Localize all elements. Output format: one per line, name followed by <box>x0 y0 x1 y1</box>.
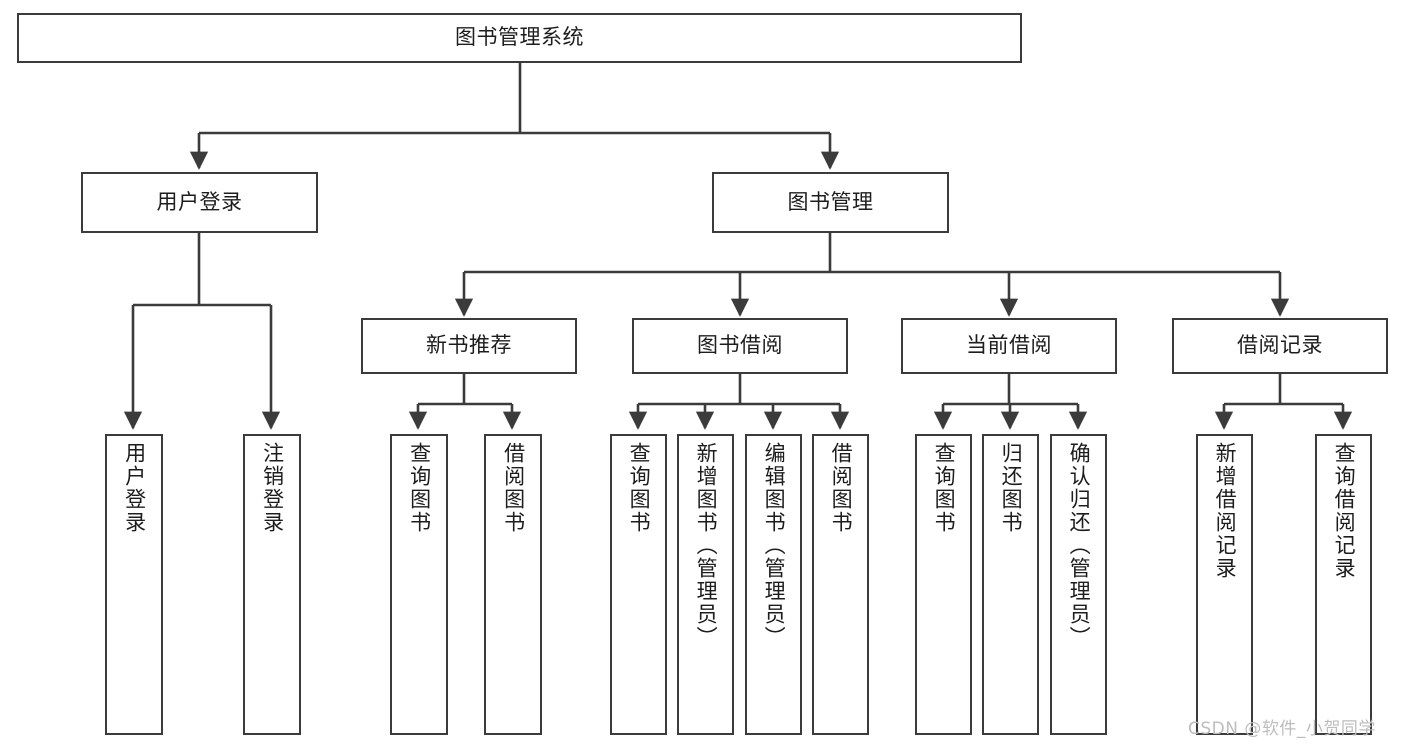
node-leaf-newbook-borrow-book[interactable]: 借阅图书 <box>484 434 542 735</box>
node-leaf-user-login-signout[interactable]: 注销登录 <box>243 434 301 735</box>
node-leaf-user-login-signin-label: 用户登录 <box>122 442 147 534</box>
node-book-borrow-label: 图书借阅 <box>697 333 783 358</box>
node-leaf-borrow-add-book-label: 新增图书（管理员） <box>694 442 719 649</box>
node-new-book-recommend[interactable]: 新书推荐 <box>361 318 577 374</box>
node-leaf-current-confirm-return-label: 确认归还（管理员） <box>1067 442 1092 649</box>
node-user-login[interactable]: 用户登录 <box>81 172 318 233</box>
node-book-management-label: 图书管理 <box>787 189 874 214</box>
node-leaf-borrow-borrow-book-label: 借阅图书 <box>829 442 854 534</box>
node-root-book-management-system[interactable]: 图书管理系统 <box>17 13 1022 63</box>
node-leaf-current-query-book-label: 查询图书 <box>932 442 957 534</box>
node-leaf-newbook-borrow-book-label: 借阅图书 <box>501 442 526 534</box>
node-leaf-records-add-record-label: 新增借阅记录 <box>1213 442 1238 580</box>
node-borrow-records-label: 借阅记录 <box>1237 333 1323 358</box>
node-leaf-borrow-borrow-book[interactable]: 借阅图书 <box>812 434 869 735</box>
node-leaf-current-return-book[interactable]: 归还图书 <box>982 434 1039 735</box>
node-leaf-newbook-query-book[interactable]: 查询图书 <box>390 434 448 735</box>
node-root-label: 图书管理系统 <box>455 25 584 50</box>
node-leaf-current-return-book-label: 归还图书 <box>999 442 1024 534</box>
node-leaf-user-login-signout-label: 注销登录 <box>260 442 285 534</box>
node-leaf-borrow-edit-book[interactable]: 编辑图书（管理员） <box>745 434 802 735</box>
node-leaf-current-confirm-return[interactable]: 确认归还（管理员） <box>1050 434 1107 735</box>
node-leaf-records-query-record[interactable]: 查询借阅记录 <box>1315 434 1372 735</box>
node-leaf-borrow-query-book[interactable]: 查询图书 <box>610 434 667 735</box>
node-leaf-records-add-record[interactable]: 新增借阅记录 <box>1196 434 1253 735</box>
node-current-borrow-label: 当前借阅 <box>966 333 1052 358</box>
node-user-login-label: 用户登录 <box>156 189 243 214</box>
node-borrow-records[interactable]: 借阅记录 <box>1172 318 1388 374</box>
node-leaf-records-query-record-label: 查询借阅记录 <box>1332 442 1357 580</box>
node-leaf-borrow-add-book[interactable]: 新增图书（管理员） <box>677 434 734 735</box>
node-book-management[interactable]: 图书管理 <box>712 172 949 233</box>
node-leaf-newbook-query-book-label: 查询图书 <box>407 442 432 534</box>
node-current-borrow[interactable]: 当前借阅 <box>901 318 1117 374</box>
node-new-book-recommend-label: 新书推荐 <box>426 333 512 358</box>
node-leaf-current-query-book[interactable]: 查询图书 <box>915 434 972 735</box>
node-leaf-borrow-edit-book-label: 编辑图书（管理员） <box>762 442 787 649</box>
node-leaf-user-login-signin[interactable]: 用户登录 <box>105 434 163 735</box>
node-book-borrow[interactable]: 图书借阅 <box>632 318 848 374</box>
node-leaf-borrow-query-book-label: 查询图书 <box>627 442 652 534</box>
